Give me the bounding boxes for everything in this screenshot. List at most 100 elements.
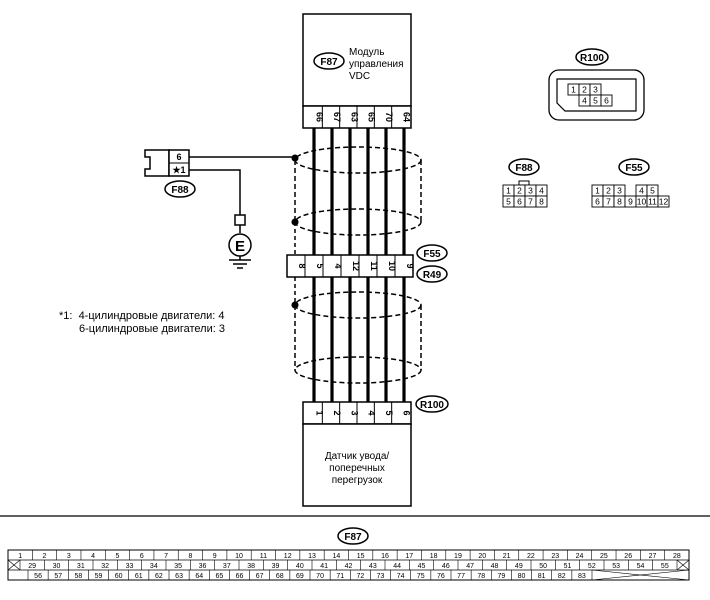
f55-view-cell: 2 [606,186,611,196]
sensor-box [302,423,412,507]
sensor-pin-3: 3 [349,410,359,415]
pin-table-cell: 55 [661,563,669,570]
pin-table-cell: 7 [164,553,168,560]
pin-table-cell: 60 [115,573,123,580]
pin-table-cell: 76 [437,573,445,580]
f88-view-cell: 1 [506,186,511,196]
pin-table-cell: 21 [503,553,511,560]
f88-wires [189,156,295,215]
f88-view-cell: 8 [539,197,544,207]
f88-view-cell: 3 [528,186,533,196]
pin-table-cell: 11 [260,553,267,560]
pin-table-cell: 78 [477,573,485,580]
harness-wires [312,128,406,402]
pin-table-cell: 22 [527,553,535,560]
footnote-line-2: 6-цилиндровые двигатели: 3 [79,323,225,335]
pin-table-cell: 77 [457,573,465,580]
pin-table-cell: 30 [53,563,61,570]
f55-view-cell: 4 [639,186,644,196]
pin-table-tag-text: F87 [344,532,362,543]
pin-table-cell: 17 [405,553,413,560]
sensor-pin-5: 5 [384,410,394,415]
pin-table-cell: 61 [135,573,143,580]
pin-table-cell: 74 [397,573,405,580]
f88-view-cell: 7 [528,197,533,207]
sensor-pin-2: 2 [332,410,342,415]
f55-view-cell: 5 [650,186,655,196]
pin-table-cell: 9 [213,553,217,560]
f88-pin-star1: ★1 [172,165,185,175]
sensor-title-line-2: поперечных [329,463,385,474]
pin-table-cell: 68 [276,573,284,580]
pin-table-cell: 27 [649,553,657,560]
pin-table-cell: 36 [199,563,207,570]
pin-table-cell: 25 [600,553,608,560]
pin-table-cell: 34 [150,563,158,570]
f88-pin-6: 6 [176,152,181,162]
sensor-pin-4: 4 [367,410,377,415]
ecm-tag-text: F87 [320,57,338,68]
sensor-tag: R100 [415,395,449,413]
pin-table-cell: 50 [539,563,547,570]
sensor-title-line-1: Датчик увода/ [325,451,390,462]
ecm-pin-6: 64 [401,112,411,122]
f55-view-cell: 8 [617,197,622,207]
ecm-pin-2: 67 [332,112,342,122]
footnote-line-1: *1: 4-цилиндровые двигатели: 4 [59,310,225,322]
pin-table-cell: 64 [195,573,203,580]
sensor-pin-1: 1 [315,410,325,415]
pin-table-cell: 2 [43,553,47,560]
pin-table-cell: 57 [54,573,62,580]
pin-table-cell: 40 [296,563,304,570]
f88-side-connector: 6 ★1 [144,149,190,177]
pin-table-cell: 3 [67,553,71,560]
pin-table-cell: 65 [215,573,223,580]
pin-table-cell: 45 [418,563,426,570]
ecm-title-line-2: управления [349,59,404,70]
pin-table-cell: 69 [296,573,304,580]
pin-table-cell: 43 [369,563,377,570]
pin-table-cell: 52 [588,563,596,570]
f55-view-cell: 3 [617,186,622,196]
ecm-title-line-3: VDC [349,71,370,82]
pin-table-cell: 31 [77,563,85,570]
pin-table-cell: 48 [491,563,499,570]
f88-view-cell: 5 [506,197,511,207]
f55-view-cell: 11 [648,197,657,207]
r100-view-cell: 2 [582,85,587,95]
pin-table-cell: 23 [551,553,559,560]
pin-table-cell: 42 [345,563,353,570]
pin-table-cell: 28 [673,553,681,560]
mid-pin-1: 8 [297,263,307,268]
ecm-pin-5: 70 [384,112,394,122]
mid-connector-tag-f55: F55 [416,244,448,262]
f88-view-tag: F88 [515,163,533,174]
pin-table-cell: 37 [223,563,231,570]
pin-table-cell: 81 [538,573,546,580]
pin-table-cell: 15 [357,553,365,560]
r100-view-cell: 3 [593,85,598,95]
f88-tag: F88 [164,180,196,198]
mid-pin-2: 5 [315,263,325,268]
f55-view-cell: 9 [628,197,633,207]
pin-table-tag: F87 [337,527,369,545]
pin-table-cell: 13 [308,553,316,560]
pin-table-cell: 70 [316,573,324,580]
pin-table-cell: 79 [497,573,505,580]
ecm-title-line-1: Модуль [349,47,384,58]
pin-table-cell: 20 [478,553,486,560]
pin-table-cell: 59 [95,573,103,580]
ground-label: E [235,238,245,255]
r100-view-cell: 4 [582,96,587,106]
pin-table-cell: 33 [126,563,134,570]
mid-connector-tag-f55-text: F55 [423,249,441,260]
shield-drain [291,154,299,309]
pin-table-cell: 8 [188,553,192,560]
mid-connector-tag-r49-text: R49 [423,270,442,281]
